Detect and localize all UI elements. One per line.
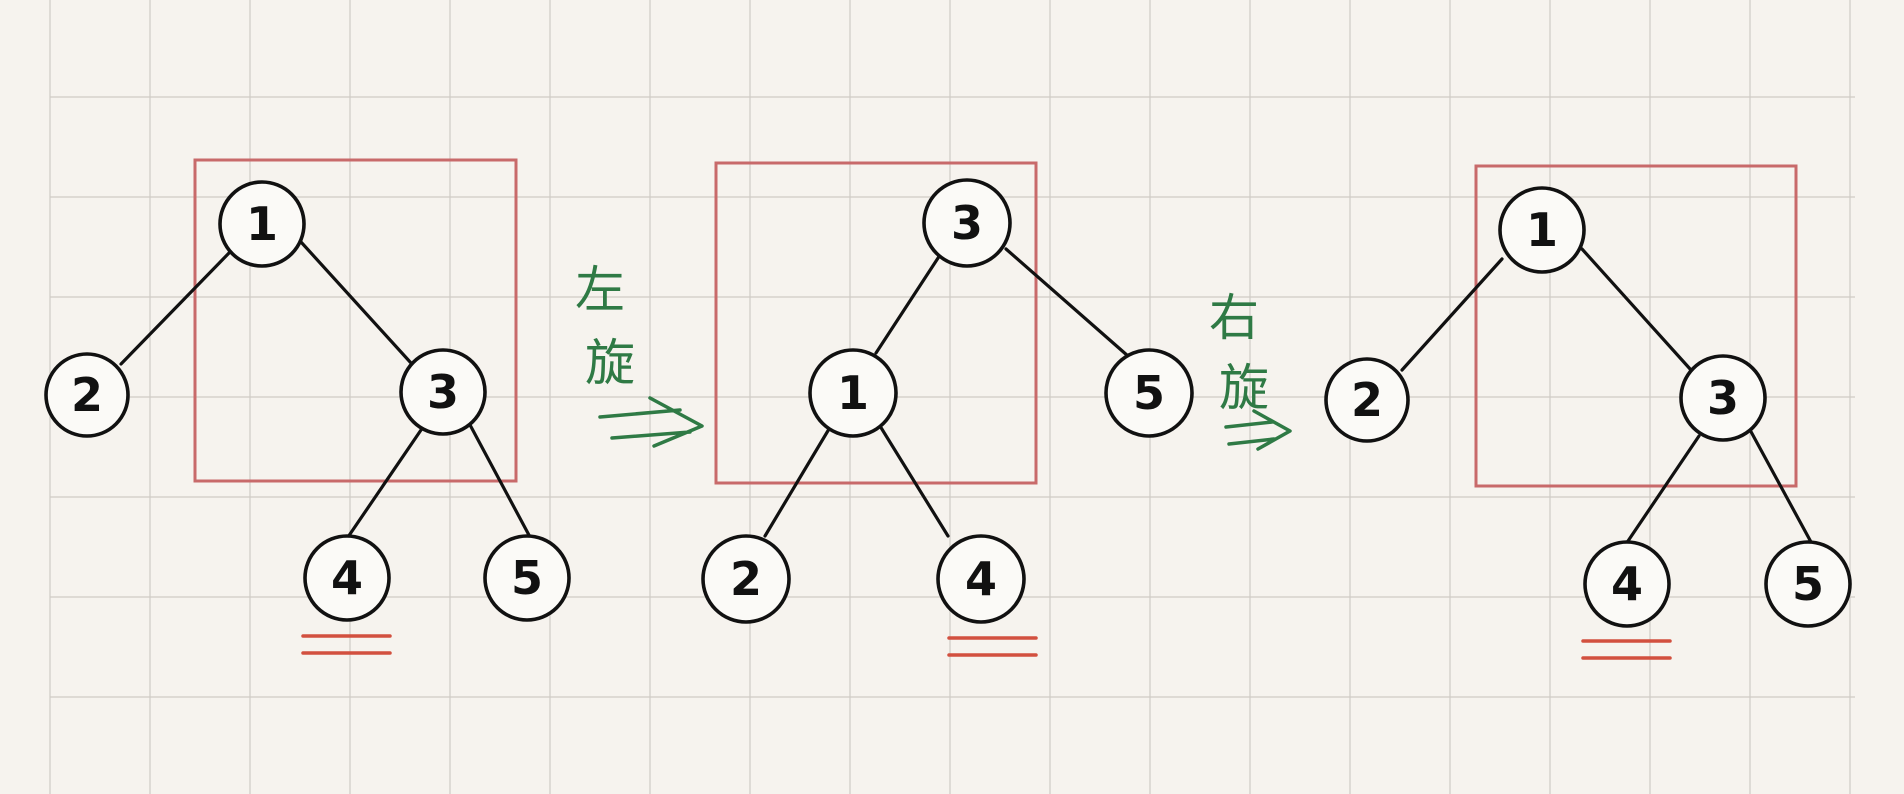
tree-node: 2 <box>44 352 130 438</box>
node-label: 1 <box>246 197 278 251</box>
rotation-frame <box>193 158 518 483</box>
tree-2: 3 1 5 2 4 <box>701 161 1194 657</box>
node-circle <box>701 534 791 624</box>
tree-node: 4 <box>1583 540 1671 628</box>
tree-3: 1 2 3 4 5 <box>1324 164 1852 660</box>
rotate-annotation-2: 右 旋 <box>1209 289 1292 451</box>
node-circle <box>922 178 1012 268</box>
tree-node: 1 <box>218 180 306 268</box>
node-label: 5 <box>511 551 543 605</box>
highlight-double-underline <box>947 636 1038 657</box>
node-circle <box>1104 348 1194 438</box>
tree-node: 2 <box>1324 357 1410 443</box>
annotation-char: 左 <box>575 261 625 319</box>
tree-edge <box>878 424 950 538</box>
node-circle <box>1324 357 1410 443</box>
tree-edge <box>1580 247 1693 372</box>
tree-edge <box>1626 434 1701 543</box>
tree-edge <box>874 253 942 355</box>
node-label: 4 <box>965 552 997 606</box>
tree-node: 5 <box>1104 348 1194 438</box>
tree-node: 3 <box>399 348 487 436</box>
tree-edge <box>299 240 413 365</box>
rotation-frame <box>1474 164 1798 488</box>
tree-node: 1 <box>1498 186 1586 274</box>
highlight-double-underline <box>1581 639 1672 660</box>
node-label: 4 <box>331 551 363 605</box>
tree-node: 3 <box>922 178 1012 268</box>
tree-edge <box>467 421 532 539</box>
tree-node: 5 <box>483 534 571 622</box>
right-arrow-icon <box>598 396 704 448</box>
node-circle <box>1679 354 1767 442</box>
node-label: 2 <box>1351 373 1383 427</box>
annotation-char: 右 <box>1209 289 1259 347</box>
tree-node: 4 <box>303 534 391 622</box>
tree-node: 1 <box>808 348 898 438</box>
node-circle <box>44 352 130 438</box>
tree-node: 5 <box>1764 540 1852 628</box>
graph-paper-grid <box>49 0 1855 794</box>
right-arrow-icon <box>1224 409 1292 451</box>
tree-edge <box>1747 426 1813 544</box>
tree-node: 4 <box>936 534 1026 624</box>
node-circle <box>1583 540 1671 628</box>
node-label: 4 <box>1611 557 1643 611</box>
node-label: 1 <box>837 366 869 420</box>
highlight-double-underline <box>301 634 392 655</box>
node-circle <box>483 534 571 622</box>
node-circle <box>808 348 898 438</box>
node-circle <box>936 534 1026 624</box>
tree-edge <box>346 428 423 539</box>
tree-1: 1 2 3 4 5 <box>44 158 571 655</box>
tree-edge <box>1400 257 1504 372</box>
node-label: 3 <box>951 196 983 250</box>
node-label: 1 <box>1526 203 1558 257</box>
node-label: 3 <box>1707 371 1739 425</box>
node-circle <box>218 180 306 268</box>
rotate-annotation-1: 左 旋 <box>575 261 704 448</box>
tree-edge <box>119 251 231 366</box>
node-circle <box>303 534 391 622</box>
node-circle <box>1498 186 1586 274</box>
tree-node: 3 <box>1679 354 1767 442</box>
rotation-frame <box>714 161 1038 485</box>
node-circle <box>399 348 487 436</box>
annotation-char: 旋 <box>585 334 635 392</box>
node-label: 2 <box>730 552 762 606</box>
annotation-char: 旋 <box>1219 359 1269 417</box>
tree-edge <box>1004 247 1130 358</box>
node-circle <box>1764 540 1852 628</box>
node-label: 2 <box>71 368 103 422</box>
tree-edge <box>763 427 831 538</box>
node-label: 5 <box>1133 366 1165 420</box>
node-label: 3 <box>427 365 459 419</box>
tree-node: 2 <box>701 534 791 624</box>
node-label: 5 <box>1792 557 1824 611</box>
